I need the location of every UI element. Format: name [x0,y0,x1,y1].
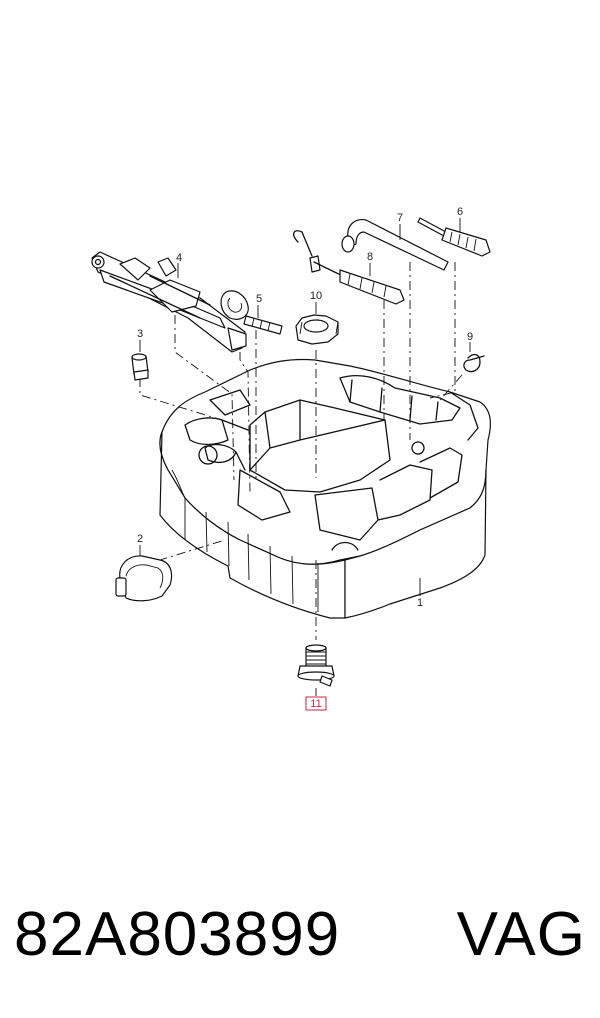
wheel-brace [341,219,449,271]
car-jack [91,251,247,353]
callout-4: 4 [176,252,182,264]
holder-clip [115,545,173,602]
callout-1: 1 [417,597,423,609]
callout-2: 2 [137,533,143,545]
assembly-lines [139,262,463,640]
callout-6: 6 [457,206,463,218]
towing-eye [220,290,283,335]
callout-8: 8 [367,251,373,263]
foam-tray [159,358,491,619]
part-number: 82A803899 [14,900,341,969]
parts-diagram: 1 2 3 4 5 6 7 8 9 10 11 [91,206,491,711]
callout-9: 9 [467,331,473,343]
callout-3: 3 [137,328,143,340]
spring-clip [463,342,485,373]
callout-7: 7 [397,212,403,224]
callout-11: 11 [310,698,321,710]
center-bolt [297,644,335,696]
footer: 82A803899 VAG [0,885,600,985]
callout-10: 10 [310,290,322,302]
brand-label: VAG [456,900,586,969]
screwdriver [417,217,491,257]
callout-11-box [305,696,327,711]
wheel-bolt-socket [131,340,149,381]
callout-5: 5 [256,293,262,305]
hook-tool [293,230,405,305]
securing-nut [295,302,339,345]
